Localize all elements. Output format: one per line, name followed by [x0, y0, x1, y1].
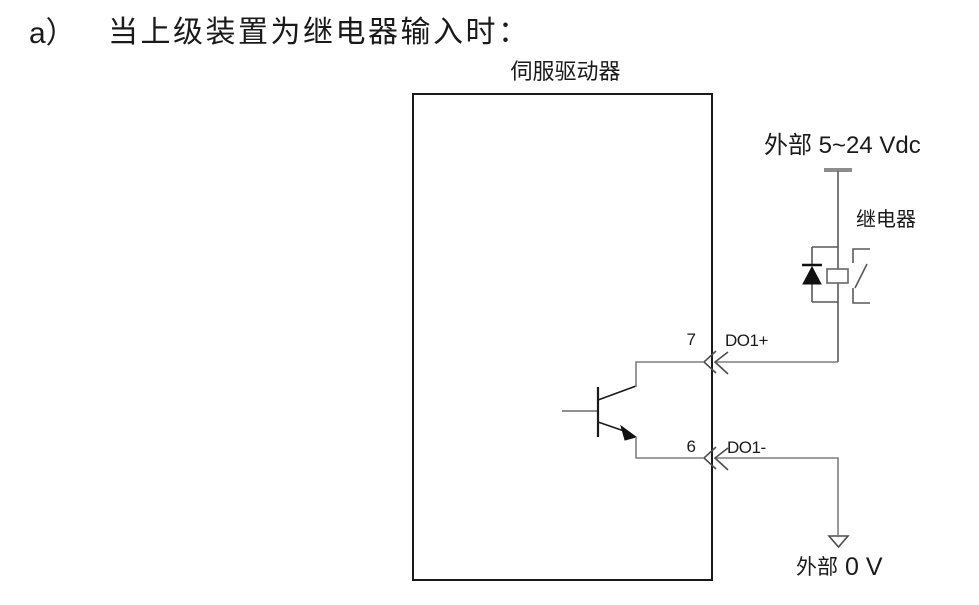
external-ground-value: 0 V [845, 553, 883, 581]
relay-label: 继电器 [856, 209, 916, 231]
servo-drive-box [412, 93, 713, 581]
ground-arrow-icon [827, 535, 850, 549]
pin6-number: 6 [686, 437, 696, 456]
relay-coil-icon [826, 268, 849, 284]
relay-symbol [802, 246, 870, 304]
pin7-signal-label: DO1+ [725, 331, 768, 350]
npn-transistor-icon [562, 361, 704, 459]
collector-wire [635, 361, 704, 387]
relay-contact-icon [852, 248, 870, 304]
external-ground-label: 外部 0 V [796, 553, 883, 582]
list-item-marker: a） [29, 17, 76, 50]
page-title: 当上级装置为继电器输入时： [108, 16, 531, 49]
external-ground-prefix: 外部 [796, 556, 838, 579]
servo-drive-label: 伺服驱动器 [510, 59, 621, 84]
external-power-label: 外部 5~24 Vdc [764, 132, 921, 159]
pin6-signal-label: DO1- [727, 438, 766, 457]
flyback-diode-icon [802, 246, 838, 303]
do1-minus-wire [716, 457, 839, 535]
emitter-wire [635, 437, 704, 459]
pin7-number: 7 [686, 330, 696, 349]
